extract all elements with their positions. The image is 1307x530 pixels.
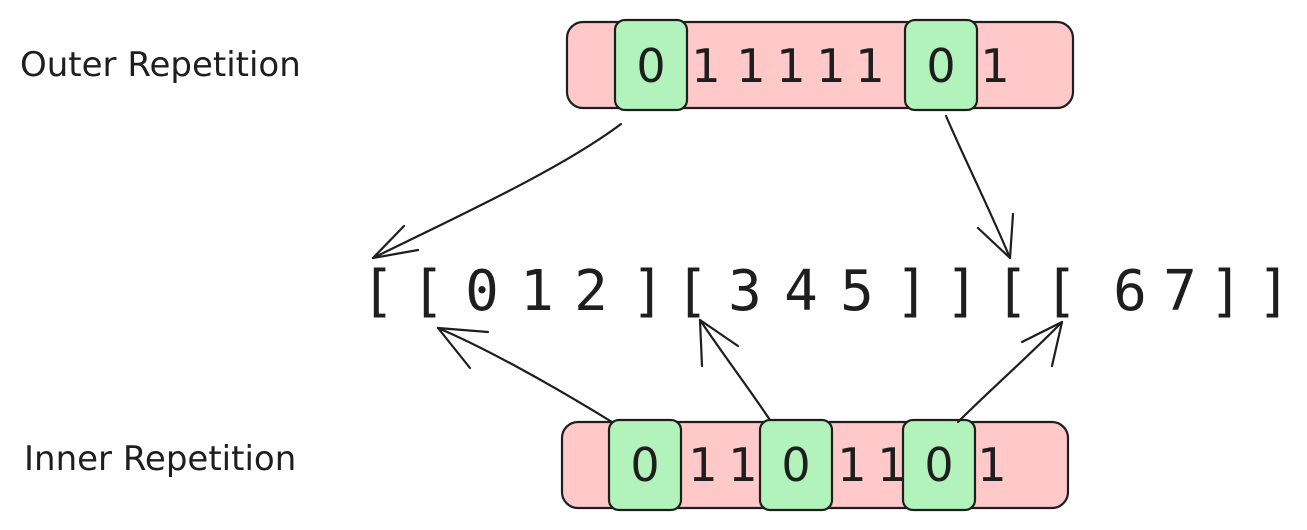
inner-bit: 1 (877, 438, 906, 492)
inner-bit: 1 (728, 438, 757, 492)
sequence-value: 2 (574, 259, 608, 324)
outer-arrow-to-outer-list-1 (371, 122, 623, 260)
outer-highlight-2 (903, 18, 979, 112)
close-bracket: ] (631, 259, 665, 324)
sequence-value: 3 (728, 259, 762, 324)
inner-bit: 0 (924, 438, 953, 492)
close-bracket: ] (945, 259, 979, 324)
close-bracket: ] (895, 259, 929, 324)
inner-bit: 1 (837, 438, 866, 492)
outer-repetition-label: Outer Repetition (20, 45, 301, 85)
sequence-value: 1 (520, 259, 554, 324)
inner-highlight-3 (901, 418, 977, 512)
outer-bit: 1 (816, 39, 845, 93)
inner-bit: 0 (630, 438, 659, 492)
inner-arrow-to-inner-list-1 (436, 326, 614, 424)
sequence-value: 5 (840, 259, 874, 324)
outer-bit: 1 (736, 39, 765, 93)
outer-bit: 1 (980, 39, 1009, 93)
open-bracket: [ (675, 259, 709, 324)
outer-bit: 1 (855, 39, 884, 93)
open-bracket: [ (995, 259, 1029, 324)
sequence-value: 7 (1163, 259, 1197, 324)
open-bracket: [ (1044, 259, 1078, 324)
outer-highlight-1 (613, 18, 689, 112)
sequence-value: 4 (784, 259, 818, 324)
outer-arrow-to-outer-list-2 (944, 114, 1015, 260)
inner-repetition-label: Inner Repetition (24, 439, 296, 479)
outer-bit: 1 (691, 39, 720, 93)
sequence-value: 6 (1113, 259, 1147, 324)
open-bracket: [ (411, 259, 445, 324)
open-bracket: [ (361, 259, 395, 324)
close-bracket: ] (1209, 259, 1243, 324)
outer-bit: 0 (926, 39, 955, 93)
inner-bit: 1 (977, 438, 1006, 492)
outer-arrows (371, 114, 1015, 260)
inner-bit: 0 (781, 438, 810, 492)
inner-arrow-to-inner-list-2 (698, 318, 772, 422)
inner-arrows (436, 318, 1064, 424)
inner-arrow-to-inner-list-3 (956, 320, 1064, 424)
inner-highlight-group (607, 418, 977, 512)
inner-bit: 1 (688, 438, 717, 492)
outer-bit: 0 (636, 39, 665, 93)
inner-highlight-1 (607, 418, 683, 512)
close-bracket: ] (1257, 259, 1291, 324)
inner-highlight-2 (758, 418, 834, 512)
outer-highlight-group (613, 18, 979, 112)
sequence-value: 0 (465, 259, 499, 324)
outer-bit: 1 (776, 39, 805, 93)
